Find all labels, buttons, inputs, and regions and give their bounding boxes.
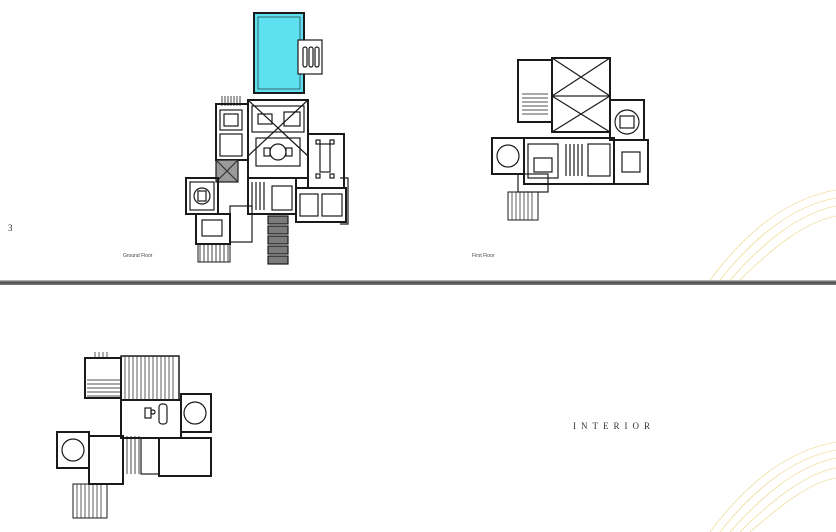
- ground-floor-plan: [185, 12, 349, 265]
- page-divider: [0, 280, 836, 285]
- decorative-wave-top: [709, 189, 836, 280]
- bottom-spread: [0, 285, 836, 532]
- decorative-wave-bottom: [709, 441, 836, 532]
- section-heading: INTERIOR: [573, 421, 655, 431]
- ground-floor-label: Ground Floor: [123, 253, 153, 259]
- top-spread: Ground Floor: [8, 12, 836, 280]
- roof-plan: [56, 352, 212, 519]
- page-number: 3: [8, 223, 13, 233]
- first-floor-label: First Floor: [472, 253, 495, 259]
- first-floor-plan: [491, 57, 649, 221]
